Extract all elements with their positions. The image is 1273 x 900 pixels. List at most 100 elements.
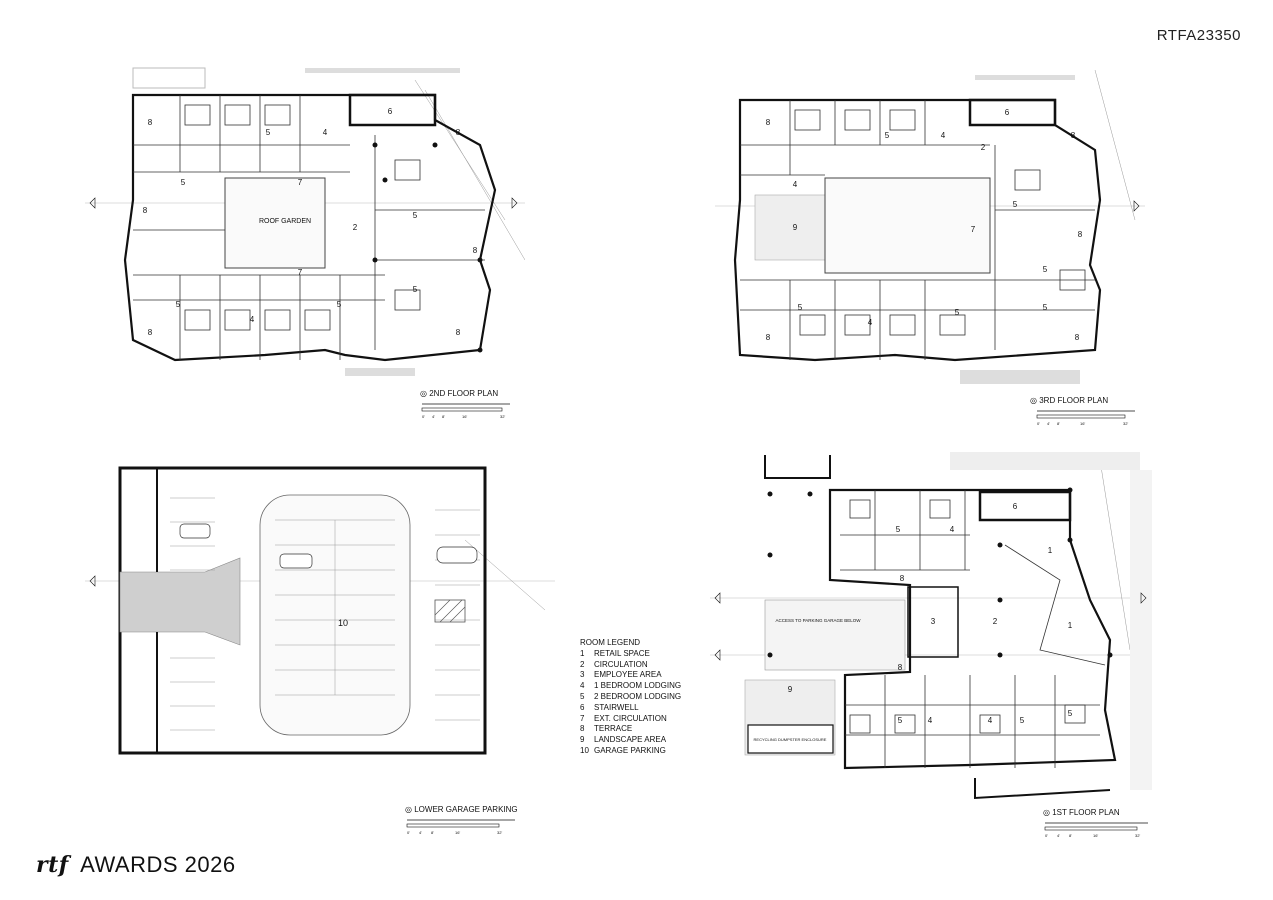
room-label: 9 bbox=[788, 685, 793, 694]
room-label: 7 bbox=[971, 225, 976, 234]
room-label: 8 bbox=[148, 118, 153, 127]
north-arrow-icon: ◎ bbox=[1030, 396, 1037, 405]
second-floor-plan: 8 5 4 6 8 5 7 8 ROOF GARDEN 2 5 8 7 5 4 … bbox=[85, 60, 525, 380]
room-label: 2 bbox=[981, 143, 986, 152]
room-label: 5 bbox=[337, 300, 342, 309]
parking-access-note: ACCESS TO PARKING GARAGE BELOW bbox=[775, 618, 861, 623]
lower-garage-title-block: ◎ LOWER GARAGE PARKING bbox=[405, 805, 518, 814]
room-label: 5 bbox=[955, 308, 960, 317]
scale-tick: 0' bbox=[1037, 421, 1040, 426]
dumpster-note: RECYCLING DUMPSTER ENCLOSURE bbox=[754, 737, 827, 742]
room-label: 9 bbox=[793, 223, 798, 232]
first-floor-scale-bar: 0' 4' 8' 16' 32' bbox=[1044, 822, 1148, 838]
room-label: 6 bbox=[1013, 502, 1018, 511]
room-label: 5 bbox=[266, 128, 271, 137]
room-label: 6 bbox=[388, 107, 393, 116]
room-label: 8 bbox=[900, 574, 905, 583]
room-label: 2 bbox=[993, 617, 998, 626]
room-label: 5 bbox=[1043, 303, 1048, 312]
scale-tick: 4' bbox=[1057, 833, 1060, 838]
room-label: 7 bbox=[298, 178, 303, 187]
room-label: 8 bbox=[456, 328, 461, 337]
room-label: 4 bbox=[323, 128, 328, 137]
second-floor-title-block: ◎ 2ND FLOOR PLAN bbox=[420, 389, 498, 398]
third-floor-title-block: ◎ 3RD FLOOR PLAN bbox=[1030, 396, 1108, 405]
room-label: 5 bbox=[1043, 265, 1048, 274]
scale-tick: 16' bbox=[1093, 833, 1098, 838]
room-label: 1 bbox=[1048, 546, 1053, 555]
room-label: 4 bbox=[988, 716, 993, 725]
room-label: 4 bbox=[793, 180, 798, 189]
north-arrow-icon: ◎ bbox=[405, 805, 412, 814]
legend-title: ROOM LEGEND bbox=[580, 638, 641, 647]
north-arrow-icon: ◎ bbox=[420, 389, 427, 398]
third-floor-title: 3RD FLOOR PLAN bbox=[1039, 396, 1109, 405]
room-label: 8 bbox=[473, 246, 478, 255]
room-label: 8 bbox=[1071, 131, 1076, 140]
second-floor-title: 2ND FLOOR PLAN bbox=[429, 389, 499, 398]
room-label: 4 bbox=[950, 525, 955, 534]
scale-tick: 8' bbox=[1069, 833, 1072, 838]
third-floor-plan: 8 5 4 6 8 2 4 9 7 5 8 5 5 4 5 5 8 8 bbox=[715, 70, 1145, 390]
room-label: 7 bbox=[298, 268, 303, 277]
room-label: 8 bbox=[1078, 230, 1083, 239]
scale-tick: 4' bbox=[432, 414, 435, 419]
scale-tick: 16' bbox=[455, 830, 460, 835]
first-floor-plan: 5 4 6 1 8 3 2 1 8 9 5 4 4 5 5 ACCESS TO … bbox=[710, 450, 1155, 810]
scale-tick: 16' bbox=[462, 414, 467, 419]
room-label: 4 bbox=[250, 315, 255, 324]
scale-tick: 32' bbox=[500, 414, 505, 419]
scale-tick: 32' bbox=[1135, 833, 1140, 838]
scale-tick: 32' bbox=[1123, 421, 1128, 426]
room-label: 5 bbox=[1020, 716, 1025, 725]
room-label: 8 bbox=[143, 206, 148, 215]
first-floor-title-block: ◎ 1ST FLOOR PLAN bbox=[1043, 808, 1120, 817]
room-label: 5 bbox=[885, 131, 890, 140]
room-label: 5 bbox=[176, 300, 181, 309]
scale-tick: 16' bbox=[1080, 421, 1085, 426]
room-label: 5 bbox=[181, 178, 186, 187]
room-label: 10 bbox=[338, 618, 348, 628]
lower-garage-title: LOWER GARAGE PARKING bbox=[414, 805, 518, 814]
scale-tick: 8' bbox=[1057, 421, 1060, 426]
lower-garage-plan: 10 bbox=[85, 430, 565, 760]
scale-tick: 0' bbox=[422, 414, 425, 419]
scale-tick: 8' bbox=[431, 830, 434, 835]
room-label: 1 bbox=[1068, 621, 1073, 630]
lower-garage-scale-bar: 0' 4' 8' 16' 32' bbox=[406, 819, 515, 835]
first-floor-title: 1ST FLOOR PLAN bbox=[1052, 808, 1120, 817]
scale-tick: 0' bbox=[1045, 833, 1048, 838]
room-label: 5 bbox=[898, 716, 903, 725]
scale-tick: 32' bbox=[497, 830, 502, 835]
room-label: 3 bbox=[931, 617, 936, 626]
room-label: 8 bbox=[898, 663, 903, 672]
third-floor-scale-bar: 0' 4' 8' 16' 32' bbox=[1036, 410, 1135, 426]
room-label: 8 bbox=[766, 333, 771, 342]
room-label: 5 bbox=[896, 525, 901, 534]
scale-tick: 4' bbox=[419, 830, 422, 835]
north-arrow-icon: ◎ bbox=[1043, 808, 1050, 817]
third-floor-drawing: 8 5 4 6 8 2 4 9 7 5 8 5 5 4 5 5 8 8 bbox=[715, 70, 1145, 384]
room-label: 5 bbox=[1068, 709, 1073, 718]
room-label: 4 bbox=[868, 318, 873, 327]
room-label: 8 bbox=[456, 128, 461, 137]
scale-tick: 0' bbox=[407, 830, 410, 835]
submission-code: RTFA23350 bbox=[1156, 27, 1241, 44]
room-label: 8 bbox=[766, 118, 771, 127]
room-label: 5 bbox=[798, 303, 803, 312]
room-label: 4 bbox=[941, 131, 946, 140]
room-label: 8 bbox=[1075, 333, 1080, 342]
scale-tick: 4' bbox=[1047, 421, 1050, 426]
rtf-logo: rtf bbox=[36, 852, 69, 878]
first-floor-drawing: 5 4 6 1 8 3 2 1 8 9 5 4 4 5 5 ACCESS TO … bbox=[710, 452, 1152, 800]
